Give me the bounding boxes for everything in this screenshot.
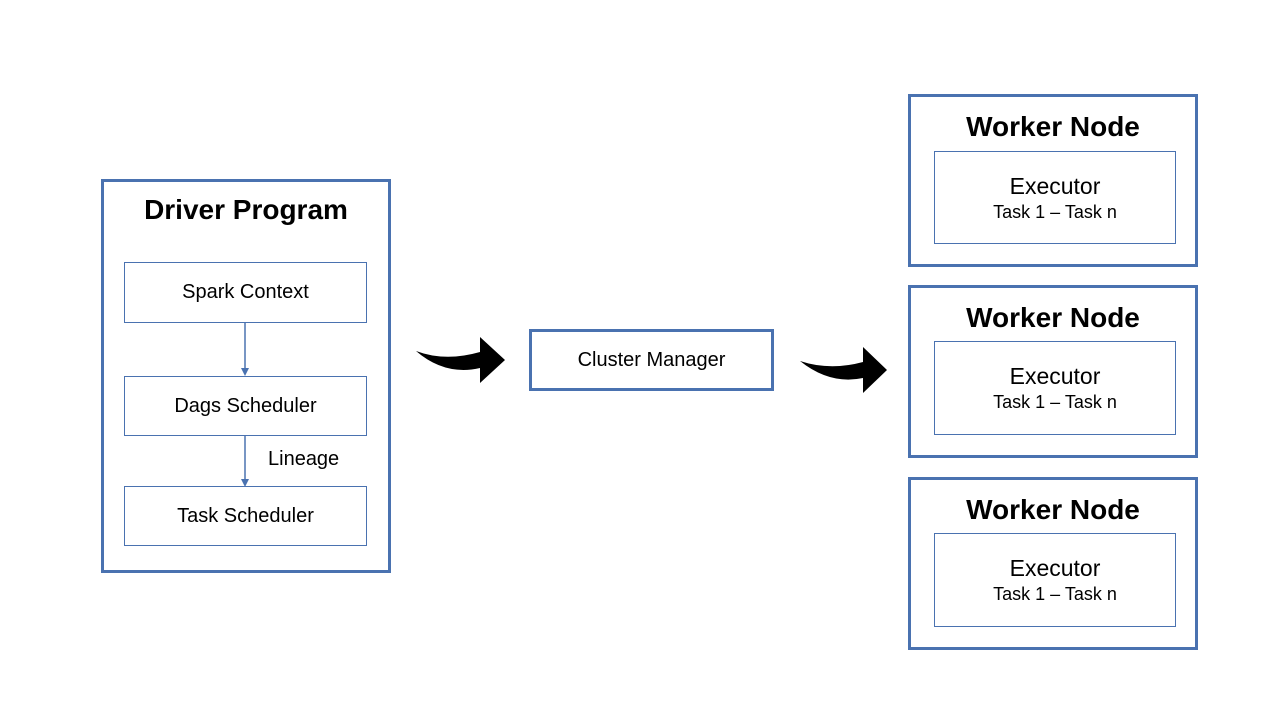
executor-tasks-label: Task 1 – Task n <box>993 584 1117 604</box>
executor-tasks-label: Task 1 – Task n <box>993 392 1117 412</box>
executor-tasks-label: Task 1 – Task n <box>993 201 1117 222</box>
worker-node-title: Worker Node <box>966 302 1140 333</box>
cluster-manager-box: Cluster Manager <box>529 329 774 391</box>
curved-arrow-icon <box>416 337 505 383</box>
executor-label: Executor <box>1009 172 1101 199</box>
cluster-manager-label: Cluster Manager <box>577 348 726 371</box>
executor-box: Executor Task 1 – Task n <box>934 533 1176 627</box>
dags-scheduler-label: Dags Scheduler <box>174 394 317 417</box>
task-scheduler-label: Task Scheduler <box>177 504 314 527</box>
task-scheduler-box: Task Scheduler <box>124 486 367 546</box>
executor-label: Executor <box>1009 363 1101 389</box>
lineage-label: Lineage <box>268 448 340 470</box>
dags-scheduler-box: Dags Scheduler <box>124 376 367 436</box>
worker-node-title: Worker Node <box>966 111 1140 142</box>
context-to-dags-connector <box>241 323 249 376</box>
executor-box: Executor Task 1 – Task n <box>934 151 1176 244</box>
executor-label: Executor <box>1009 555 1101 581</box>
dags-to-task-connector <box>241 436 249 487</box>
executor-box: Executor Task 1 – Task n <box>934 341 1176 435</box>
curved-arrow-icon <box>800 347 887 393</box>
spark-context-box: Spark Context <box>124 262 367 323</box>
spark-context-label: Spark Context <box>182 281 309 303</box>
worker-node-title: Worker Node <box>966 494 1140 525</box>
driver-program-title: Driver Program <box>144 194 348 225</box>
